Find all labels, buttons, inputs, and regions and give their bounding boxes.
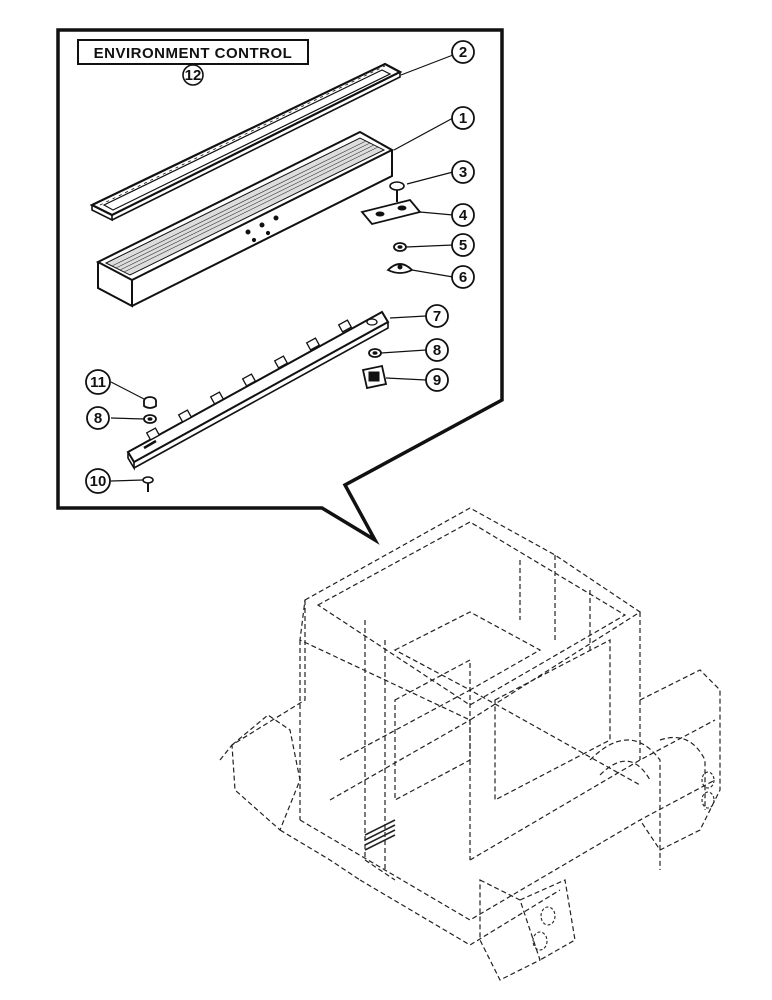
callout-11: 11 <box>85 369 111 395</box>
svg-text:8: 8 <box>433 342 441 359</box>
title-ref-number: 12 <box>185 67 202 84</box>
callout-4: 4 <box>451 203 475 227</box>
filter-box-part <box>95 130 395 308</box>
washer-part <box>393 242 407 252</box>
svg-text:8: 8 <box>94 410 102 427</box>
washer-left-part <box>143 414 157 424</box>
lock-nut-part <box>143 396 157 409</box>
callout-5: 5 <box>451 233 475 257</box>
gasket-frame-part <box>89 62 403 222</box>
svg-text:4: 4 <box>459 207 468 224</box>
wing-nut-part <box>386 263 414 274</box>
washer-right-part <box>368 348 382 358</box>
tractor-cab-phantom <box>219 507 721 981</box>
bracket-rail-part <box>126 310 390 471</box>
callout-2: 2 <box>451 40 475 64</box>
leader-lines <box>110 54 454 482</box>
svg-text:10: 10 <box>90 473 107 490</box>
svg-text:11: 11 <box>90 374 106 391</box>
svg-text:7: 7 <box>433 308 441 325</box>
title-box <box>77 39 309 65</box>
title-label: ENVIRONMENT CONTROL <box>94 45 293 62</box>
callout-10: 10 <box>85 468 111 494</box>
cab-details <box>364 771 715 951</box>
svg-text:1: 1 <box>459 110 467 127</box>
title-ref-circle <box>182 64 204 86</box>
speed-nut-part <box>361 364 388 390</box>
callout-1: 1 <box>451 106 475 130</box>
knob-screw-part <box>389 181 405 202</box>
callout-8-left: 8 <box>86 406 110 430</box>
svg-text:5: 5 <box>459 237 467 254</box>
svg-text:3: 3 <box>459 164 467 181</box>
title-block: ENVIRONMENT CONTROL 12 <box>77 39 309 86</box>
mounting-screw-part <box>142 476 154 492</box>
callout-6: 6 <box>451 265 475 289</box>
callout-7: 7 <box>425 304 449 328</box>
callout-8-right: 8 <box>425 338 449 362</box>
svg-text:2: 2 <box>459 44 467 61</box>
clamp-plate-part <box>360 198 422 226</box>
callout-3: 3 <box>451 160 475 184</box>
svg-text:6: 6 <box>459 269 467 286</box>
callout-frame <box>56 28 504 545</box>
callout-9: 9 <box>425 368 449 392</box>
svg-text:9: 9 <box>433 372 441 389</box>
